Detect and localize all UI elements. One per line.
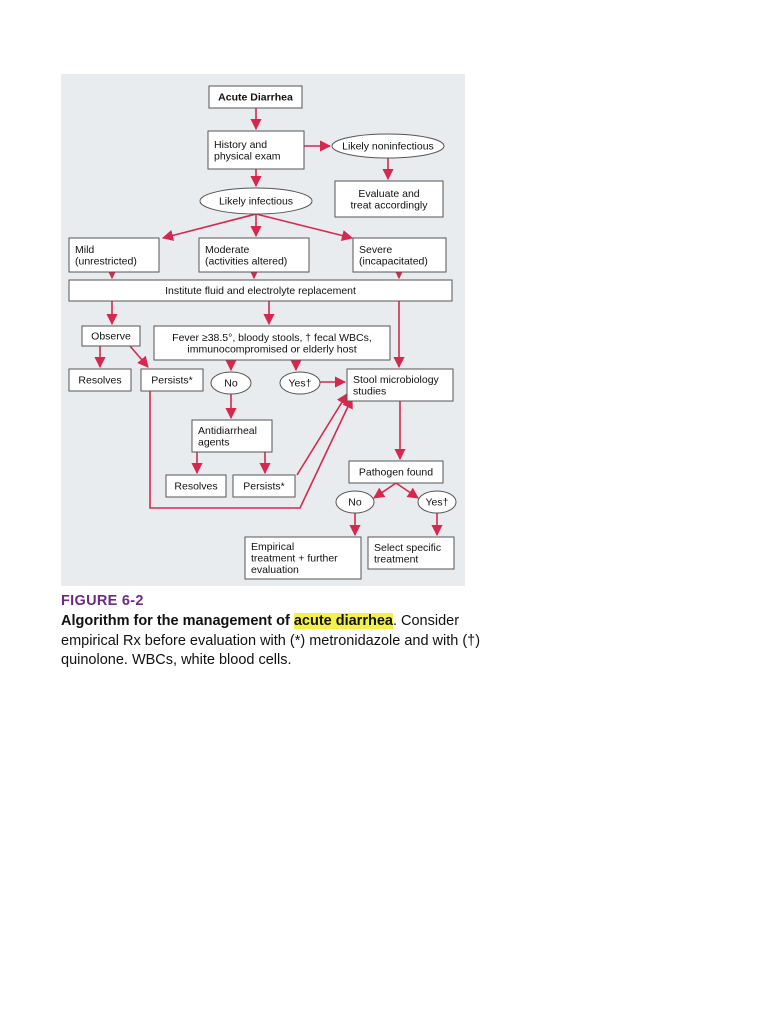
node-text-line: Resolves	[78, 375, 121, 387]
node-text-line: physical exam	[214, 150, 281, 162]
node-text-line: (unrestricted)	[75, 255, 137, 267]
e-infectious-severe	[255, 213, 354, 241]
node-shape	[81, 325, 141, 347]
node-text-line: Mild	[75, 244, 94, 256]
node-shape	[207, 130, 305, 170]
node-no-2: No	[335, 490, 375, 514]
node-shape	[140, 368, 204, 392]
node-text-line: studies	[353, 385, 386, 397]
node-text-line: treatment + further	[251, 553, 338, 565]
node-text-line: Resolves	[174, 481, 217, 493]
node-likely-infectious: Likely infectious	[199, 187, 313, 215]
e-pathogen-no	[373, 482, 397, 499]
node-text-line: Empirical	[251, 541, 294, 553]
node-text-line: Likely infectious	[219, 196, 293, 208]
node-text-line: Yes†	[426, 497, 449, 509]
node-text-line: Evaluate and	[358, 188, 419, 200]
e-infectious-mild	[161, 213, 257, 241]
node-observe: Observe	[81, 325, 141, 347]
node-mild: Mild(unrestricted)	[68, 237, 160, 273]
node-text-line: Moderate	[205, 244, 250, 256]
e-persists2-stool	[296, 393, 348, 476]
node-text-line: immunocompromised or elderly host	[187, 343, 356, 355]
node-shape	[348, 460, 444, 484]
node-text-line: Institute fluid and electrolyte replacem…	[165, 285, 356, 297]
node-text-line: Persists*	[243, 481, 284, 493]
node-text-line: (activities altered)	[205, 255, 287, 267]
node-persists-1: Persists*	[140, 368, 204, 392]
node-likely-noninfectious: Likely noninfectious	[331, 133, 445, 159]
node-severe: Severe(incapacitated)	[352, 237, 447, 273]
caption-highlight: acute diarrhea	[293, 613, 393, 629]
node-text-line: Severe	[359, 244, 392, 256]
node-text-line: Antidiarrheal	[198, 425, 257, 437]
node-text-line: agents	[198, 436, 230, 448]
node-shape	[68, 368, 132, 392]
node-shape	[191, 419, 273, 453]
node-text-line: History and	[214, 139, 267, 151]
node-text-line: treat accordingly	[350, 199, 428, 211]
node-shape	[199, 187, 313, 215]
node-shape	[68, 237, 160, 273]
flowchart-edges	[94, 108, 443, 537]
node-text-line: Observe	[91, 331, 131, 343]
node-shape	[367, 536, 455, 570]
e-persists1-stool	[149, 391, 353, 509]
node-shape	[165, 474, 227, 498]
node-shape	[346, 368, 454, 402]
e-observe-persists	[129, 345, 149, 368]
node-shape	[198, 237, 310, 273]
node-shape	[352, 237, 447, 273]
figure-caption: Algorithm for the management of acute di…	[61, 612, 481, 671]
node-shape	[417, 490, 457, 514]
node-text-line: Pathogen found	[359, 467, 433, 479]
node-shape	[153, 325, 391, 361]
node-text-line: Stool microbiology	[353, 374, 440, 386]
caption-rest: . Consider empirical Rx before evaluatio…	[61, 613, 481, 668]
node-text-line: Likely noninfectious	[342, 141, 434, 153]
node-institute-fluid: Institute fluid and electrolyte replacem…	[68, 279, 453, 302]
node-text-line: No	[348, 497, 362, 509]
node-shape	[331, 133, 445, 159]
node-resolves-1: Resolves	[68, 368, 132, 392]
node-text-line: evaluation	[251, 564, 299, 576]
node-shape	[210, 371, 252, 395]
node-pathogen-found: Pathogen found	[348, 460, 444, 484]
figure-label: FIGURE 6-2	[61, 593, 144, 609]
caption-lead: Algorithm for the management of	[61, 613, 294, 629]
node-shape	[68, 279, 453, 302]
node-text-line: Select specific	[374, 542, 441, 554]
node-moderate: Moderate(activities altered)	[198, 237, 310, 273]
node-yes-2: Yes†	[417, 490, 457, 514]
node-text-line: No	[224, 378, 238, 390]
node-text-line: Acute Diarrhea	[218, 92, 293, 104]
node-text-line: treatment	[374, 553, 418, 565]
node-shape	[279, 371, 321, 395]
node-no-1: No	[210, 371, 252, 395]
node-shape	[244, 536, 362, 580]
node-persists-2: Persists*	[232, 474, 296, 498]
node-text-line: (incapacitated)	[359, 255, 428, 267]
node-text-line: Yes†	[289, 378, 312, 390]
node-shape	[208, 85, 303, 109]
node-fever: Fever ≥38.5°, bloody stools, † fecal WBC…	[153, 325, 391, 361]
e-pathogen-yes	[395, 482, 419, 499]
node-yes-1: Yes†	[279, 371, 321, 395]
node-shape	[334, 180, 444, 218]
node-text-line: Fever ≥38.5°, bloody stools, † fecal WBC…	[172, 332, 372, 344]
node-text-line: Persists*	[151, 375, 192, 387]
node-shape	[335, 490, 375, 514]
node-shape	[232, 474, 296, 498]
node-resolves-2: Resolves	[165, 474, 227, 498]
node-acute-diarrhea: Acute Diarrhea	[208, 85, 303, 109]
